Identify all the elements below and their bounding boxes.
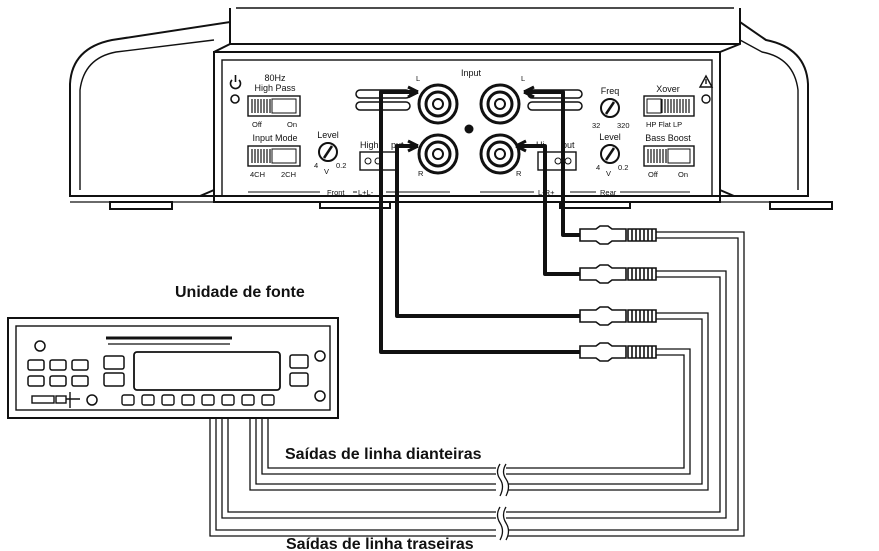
freq-max: 320 (617, 121, 630, 130)
front-pins-label: L+L- (358, 188, 374, 197)
caption-source-unit: Unidade de fonte (175, 284, 305, 301)
center-indicator (464, 124, 474, 134)
rear-l-label: L (521, 74, 525, 83)
rear-level-title: Level (599, 132, 621, 142)
hp-title-2: High Pass (254, 83, 296, 93)
input-title: Input (461, 68, 482, 78)
caption-rear-outputs: Saídas de linha traseiras (286, 536, 474, 551)
bass-boost-off: Off (648, 170, 659, 179)
input-mode-switch[interactable]: Input Mode 4CH 2CH (247, 133, 301, 179)
hp-title-1: 80Hz (264, 73, 286, 83)
freq-knob[interactable]: Freq 32 320 (592, 86, 630, 130)
front-level-max: 0.2 (336, 161, 346, 170)
rear-level-min: 4 (596, 163, 600, 172)
front-l-label: L (416, 74, 420, 83)
rca-plug-3 (579, 306, 657, 326)
rca-plug-1 (579, 225, 657, 245)
front-level-title: Level (317, 130, 339, 140)
rear-group-label: Rear (600, 188, 617, 197)
caption-front-outputs: Saídas de linha dianteiras (285, 446, 482, 463)
front-level-knob[interactable]: Level 4 V 0.2 (314, 130, 346, 176)
source-unit (7, 317, 339, 419)
rear-r-label: R (516, 169, 522, 178)
front-r-label: R (418, 169, 424, 178)
rca-plug-4 (579, 342, 657, 362)
bass-boost-on: On (678, 170, 688, 179)
front-level-min: 4 (314, 161, 318, 170)
rca-input-rear-right[interactable]: R (479, 133, 522, 178)
rca-plug-2 (579, 264, 657, 284)
hp-off-label: Off (252, 120, 263, 129)
rca-input-front-right[interactable]: R (417, 133, 459, 178)
rear-high-title-right: put (562, 140, 575, 150)
cable-runs (209, 231, 745, 537)
rca-input-front-left[interactable]: L (416, 74, 459, 125)
xover-options: HP Flat LP (646, 120, 682, 129)
hp-on-label: On (287, 120, 297, 129)
xover-switch[interactable]: Xover HP Flat LP (643, 84, 695, 129)
rear-level-knob[interactable]: Level 4 V 0.2 (596, 132, 628, 178)
input-mode-title: Input Mode (252, 133, 297, 143)
rca-cables (379, 85, 580, 354)
bass-boost-switch[interactable]: Bass Boost Off On (643, 133, 695, 179)
front-level-unit: V (324, 167, 329, 176)
freq-min: 32 (592, 121, 600, 130)
rear-level-max: 0.2 (618, 163, 628, 172)
high-pass-switch[interactable]: 80Hz High Pass Off On (247, 73, 301, 129)
power-icon (229, 75, 242, 104)
bass-boost-title: Bass Boost (645, 133, 691, 143)
xover-title: Xover (656, 84, 680, 94)
rear-high-input[interactable]: Hi put L-R+ Rear (480, 140, 690, 197)
freq-title: Freq (601, 86, 620, 96)
rca-input-rear-left[interactable]: L (479, 74, 525, 125)
rear-level-unit: V (606, 169, 611, 178)
front-high-title-left: High (360, 140, 379, 150)
mode-4ch-label: 4CH (250, 170, 265, 179)
warning-icon (698, 74, 714, 104)
front-group-label: Front (327, 188, 345, 197)
cable-break-marks (496, 463, 510, 541)
mode-2ch-label: 2CH (281, 170, 296, 179)
